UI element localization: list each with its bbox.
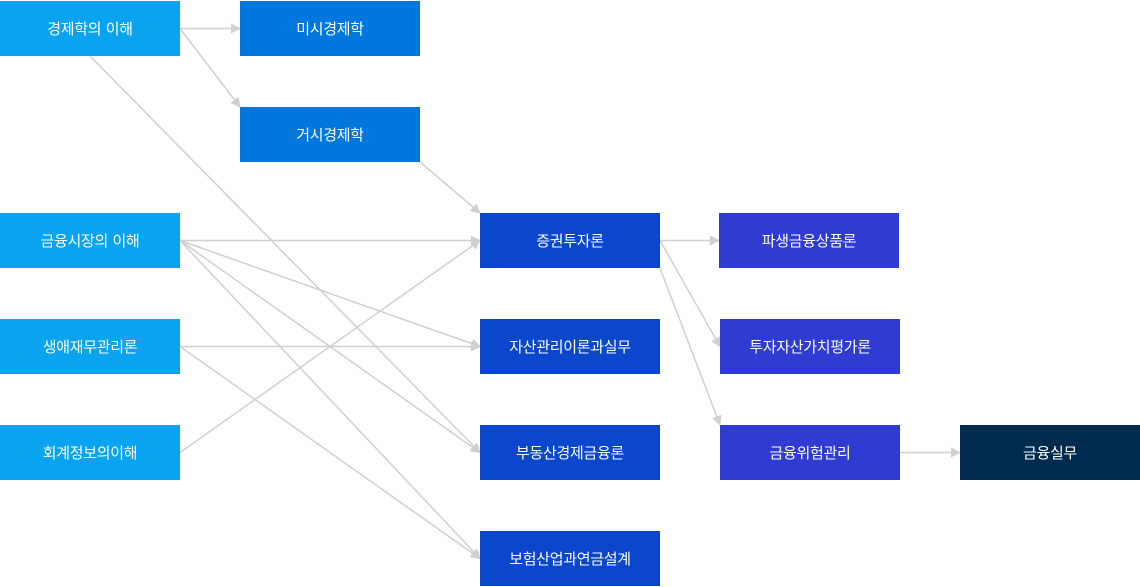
course-microeconomics: 미시경제학 xyxy=(240,1,420,56)
arrow-fin_market-to-insurance xyxy=(179,239,481,560)
course-asset-management: 자산관리이론과실무 xyxy=(480,319,660,374)
course-risk-management: 금융위험관리 xyxy=(720,425,900,480)
arrow-life_finance-to-insurance xyxy=(179,345,481,560)
arrow-fin_market-to-asset_mgmt xyxy=(179,239,481,349)
course-econ-understanding: 경제학의 이해 xyxy=(0,1,180,56)
course-insurance-pension: 보험산업과연금설계 xyxy=(480,531,660,586)
arrow-accounting-to-securities xyxy=(179,239,481,454)
arrow-securities-to-risk_mgmt xyxy=(659,267,722,426)
course-real-estate-finance: 부동산경제금융론 xyxy=(480,425,660,480)
arrow-econ_understanding-to-real_estate xyxy=(89,55,481,454)
course-derivatives: 파생금융상품론 xyxy=(719,213,899,268)
course-financial-market: 금융시장의 이해 xyxy=(0,213,180,268)
course-asset-valuation: 투자자산가치평가론 xyxy=(720,319,900,374)
course-life-financial-management: 생애재무관리론 xyxy=(0,319,180,374)
arrow-securities-to-valuation xyxy=(659,240,721,348)
arrow-macro-to-securities xyxy=(419,161,481,214)
course-securities-investment: 증권투자론 xyxy=(480,213,660,268)
course-accounting-information: 회계정보의이해 xyxy=(0,425,180,480)
course-macroeconomics: 거시경제학 xyxy=(240,107,420,162)
arrow-econ_understanding-to-macro xyxy=(179,28,241,108)
course-financial-practice: 금융실무 xyxy=(960,425,1140,480)
